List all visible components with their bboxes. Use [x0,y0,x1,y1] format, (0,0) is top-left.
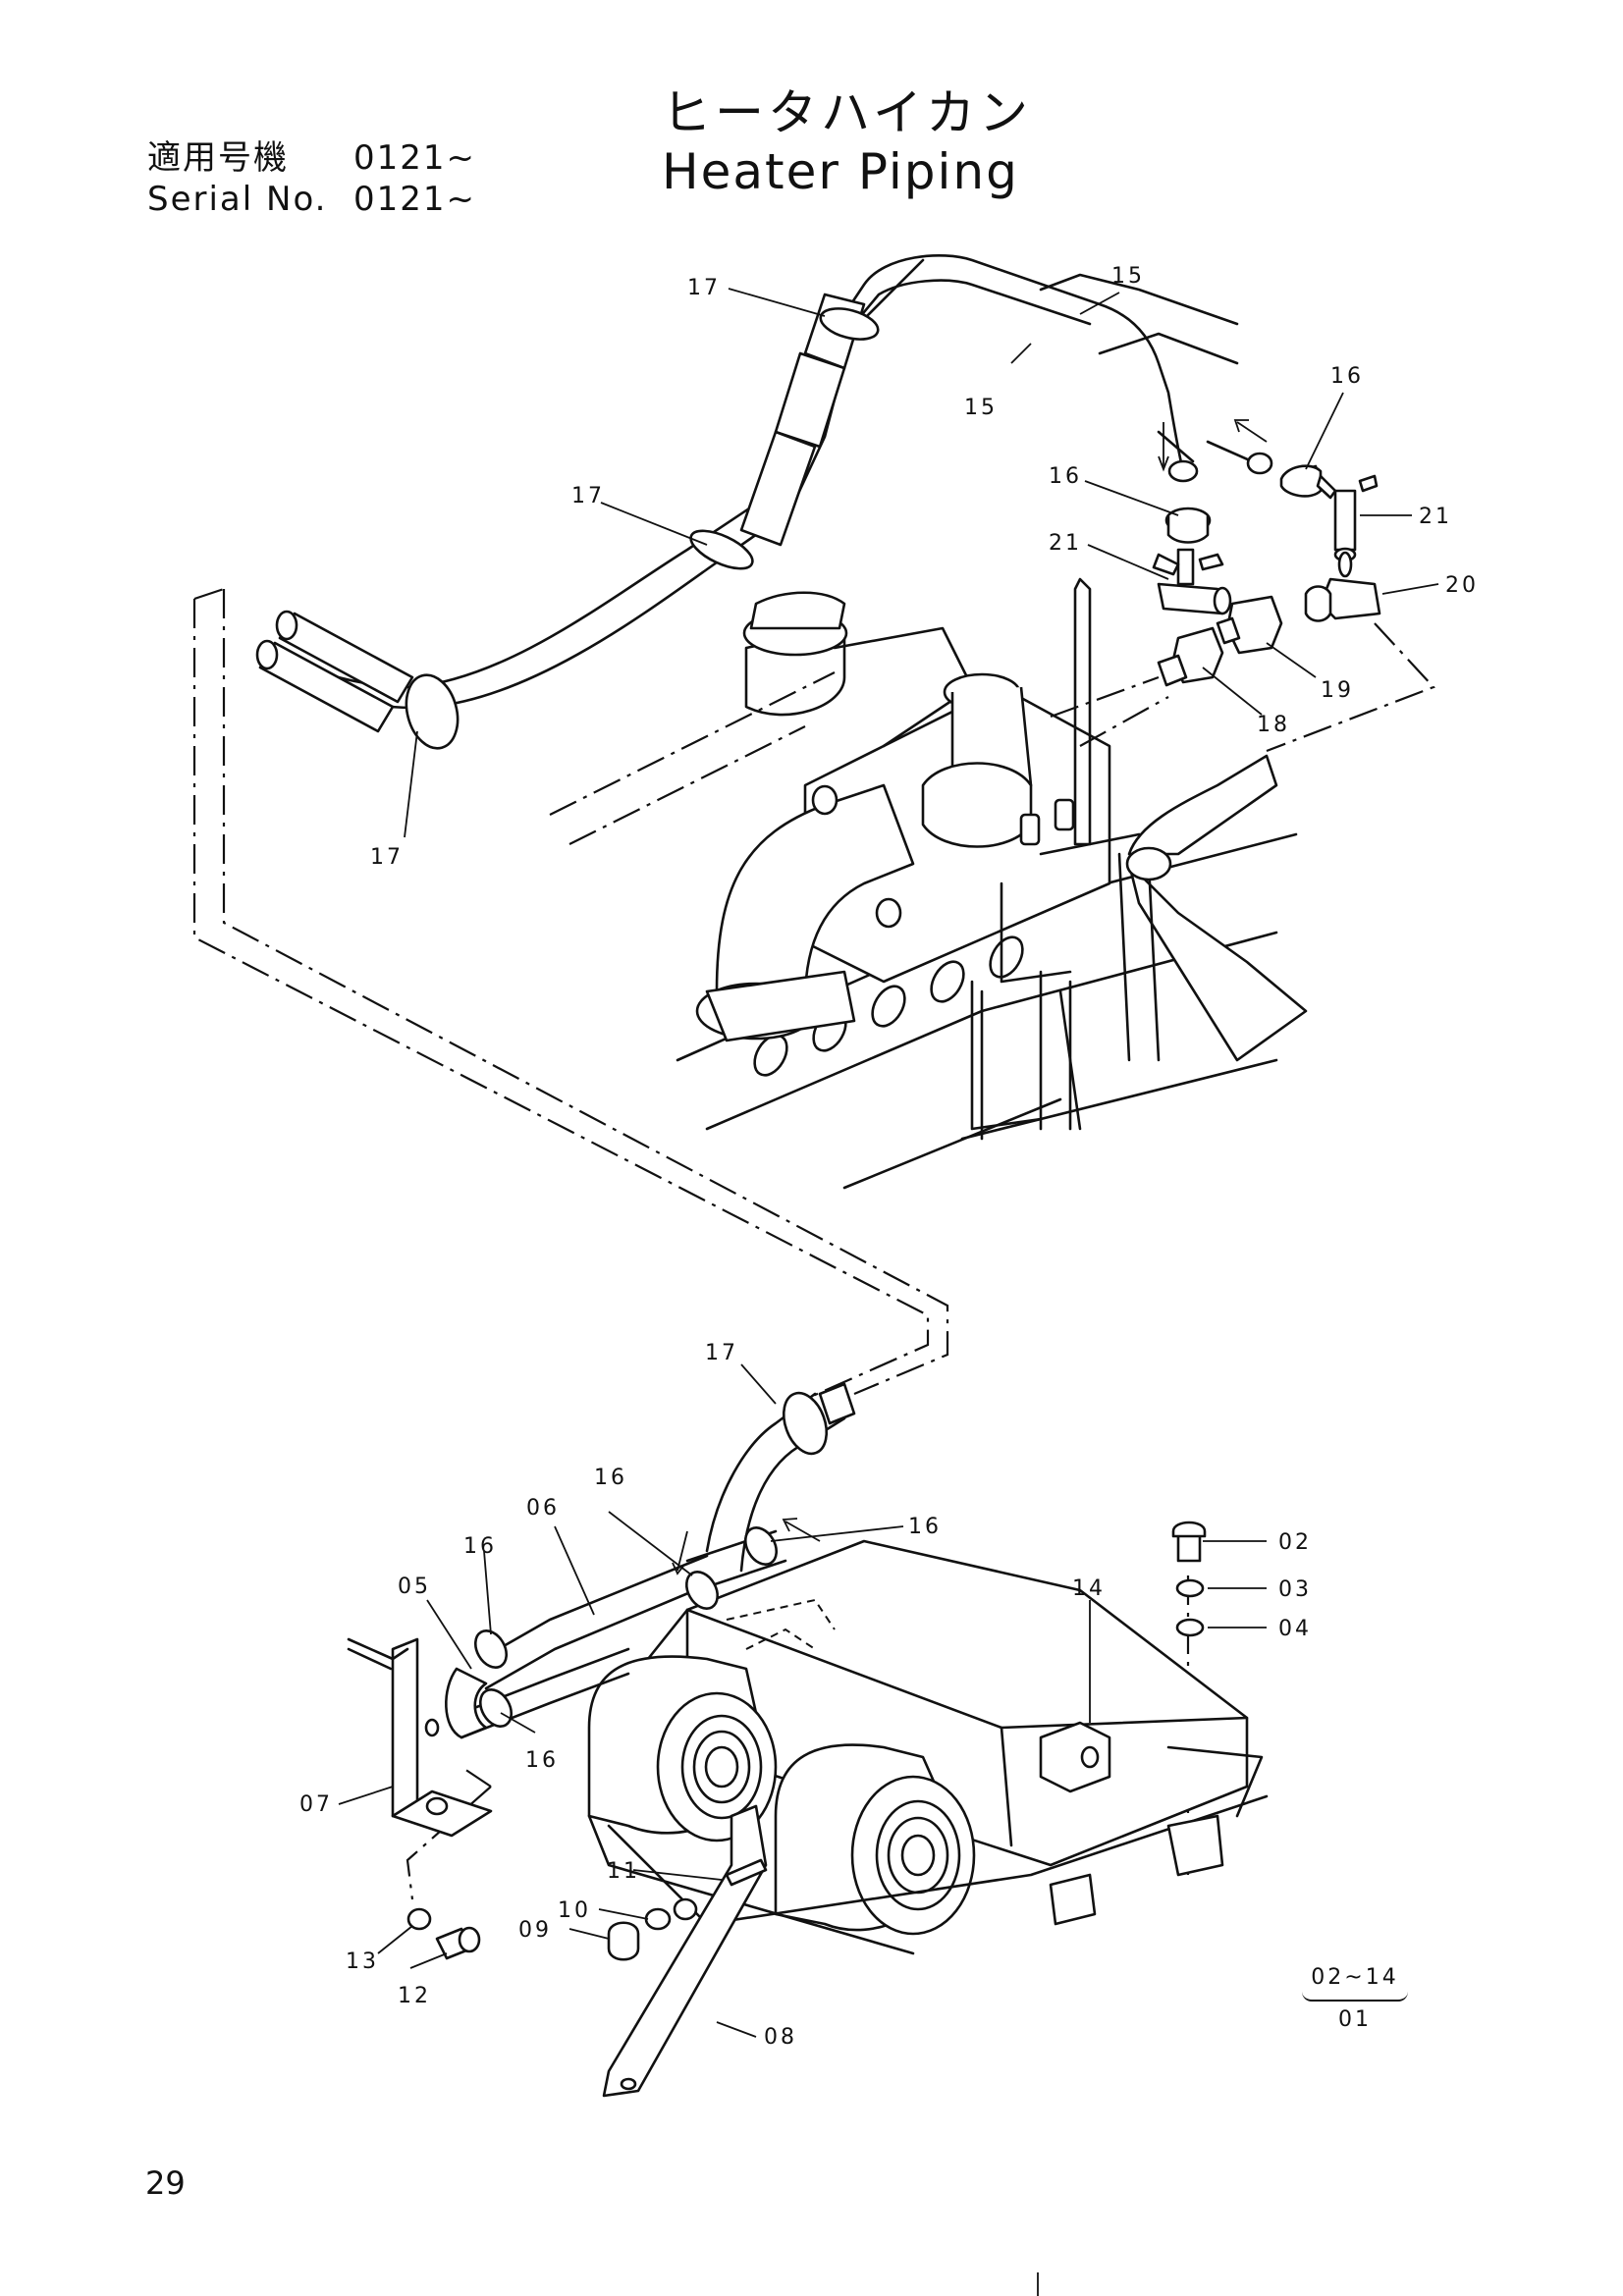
callout-10: 10 [558,1898,591,1923]
callout-20: 20 [1445,573,1479,598]
title-japanese: ヒータハイカン [662,84,1032,141]
heater-unit [347,1382,1269,2098]
callout-19: 19 [1321,678,1354,703]
callout-16-upper-left: 16 [1049,464,1082,489]
callout-11: 11 [607,1859,640,1884]
callout-17-middle: 17 [571,484,605,508]
group-parent: 01 [1338,2007,1372,2032]
callout-21-left: 21 [1049,531,1082,556]
callout-21-right: 21 [1419,505,1452,529]
callout-09: 09 [518,1918,552,1943]
callout-numbers: 17 15 15 16 16 17 21 21 20 19 18 17 17 1… [299,264,1479,2050]
callout-02: 02 [1278,1530,1312,1555]
callout-03: 03 [1278,1577,1312,1602]
serial-jp-value: 0121~ [353,138,477,178]
title-english: Heater Piping [662,143,1019,200]
callout-16-center: 16 [594,1466,627,1490]
callout-07: 07 [299,1792,333,1817]
callout-16-right: 16 [908,1515,942,1539]
callout-06: 06 [526,1496,560,1521]
callout-17-left: 17 [370,845,404,870]
group-brace [1302,1990,1408,2002]
callout-15-lower: 15 [964,396,998,420]
valve-fittings [1152,464,1381,687]
serial-number-block: 適用号機 0121~ Serial No. 0121~ [147,137,476,220]
serial-en-label: Serial No. [147,180,328,219]
callout-16-upper-right: 16 [1330,364,1364,389]
callout-18: 18 [1257,713,1290,737]
serial-jp-label: 適用号機 [147,138,289,178]
leader-lines [338,288,1439,2038]
callout-16-bottom: 16 [525,1748,559,1773]
engine-assembly [676,577,1308,1190]
page-number: 29 [145,2164,186,2202]
serial-en-value: 0121~ [353,180,477,219]
group-range: 02~14 [1311,1965,1399,1990]
callout-04: 04 [1278,1617,1312,1641]
callout-17-lower: 17 [705,1341,738,1365]
callout-05: 05 [398,1575,431,1599]
page-title: ヒータハイカン Heater Piping [662,83,1032,201]
callout-13: 13 [346,1949,379,1974]
callout-17-top: 17 [687,276,721,300]
assembly-group-note: 02~14 01 [1296,1965,1414,2032]
callout-14: 14 [1072,1576,1106,1601]
upper-heater-pipes [255,254,1273,750]
callout-12: 12 [398,1984,431,2008]
callout-15-upper: 15 [1111,264,1145,289]
callout-16-left: 16 [463,1534,497,1559]
callout-08: 08 [764,2025,797,2050]
